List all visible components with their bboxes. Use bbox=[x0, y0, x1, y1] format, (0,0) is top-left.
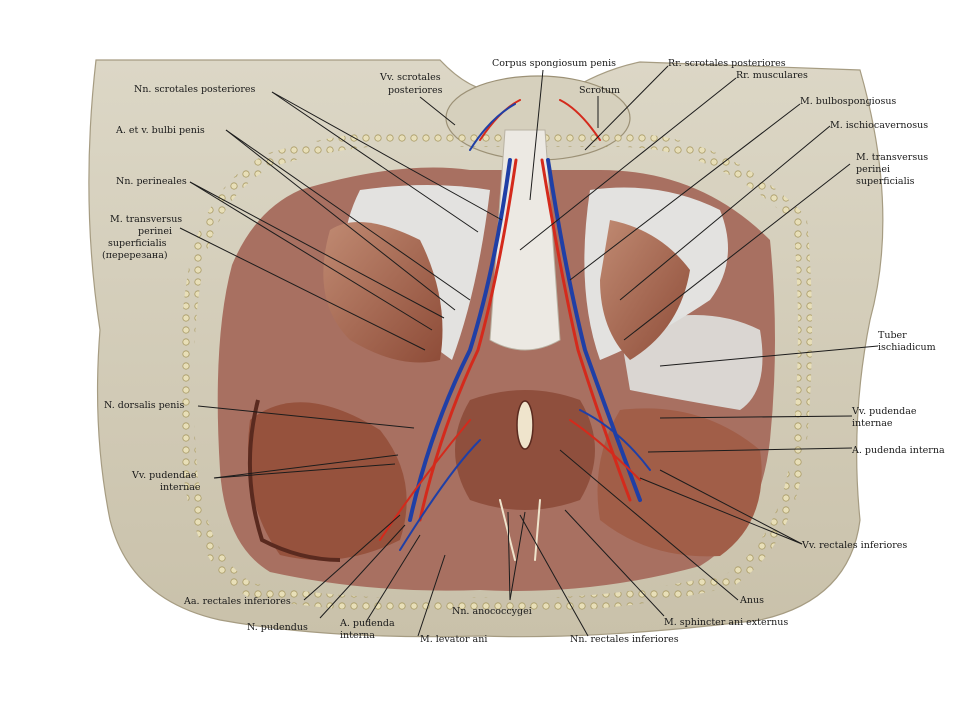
label-m-sphincter-ani-externus: M. sphincter ani externus bbox=[664, 617, 788, 628]
label-m-levator-ani: M. levator ani bbox=[420, 634, 487, 645]
label-n-dorsalis-penis: N. dorsalis penis bbox=[104, 400, 184, 411]
label-anus: Anus bbox=[739, 595, 764, 606]
vessels bbox=[379, 99, 651, 561]
label-m-transversus-r-1: M. transversus bbox=[856, 152, 928, 163]
label-tuber-ischiadicum-2: ischiadicum bbox=[878, 342, 936, 353]
label-a-et-v-bulbi-penis: A. et v. bulbi penis bbox=[115, 125, 205, 136]
label-nn-scrotales-posteriores: Nn. scrotales posteriores bbox=[134, 84, 256, 95]
sphincter-ani bbox=[455, 390, 595, 510]
label-vv-scrotales-posteriores: posteriores bbox=[388, 85, 443, 96]
label-scrotum: Scrotum bbox=[579, 85, 620, 96]
label-aa-rectales-inferiores: Aa. rectales inferiores bbox=[183, 596, 291, 607]
label-m-bulbospongiosus: M. bulbospongiosus bbox=[800, 96, 896, 107]
labels: Corpus spongiosum penis Rr. scrotales po… bbox=[102, 58, 945, 645]
label-m-transversus-l-4: (перерезана) bbox=[102, 250, 168, 261]
label-nn-perineales: Nn. perineales bbox=[116, 176, 187, 187]
label-corpus-spongiosum-penis: Corpus spongiosum penis bbox=[492, 58, 616, 69]
label-nn-anococcygei: Nn. anococcygei bbox=[452, 606, 532, 617]
label-m-ischiocavernosus: M. ischiocavernosus bbox=[830, 120, 928, 131]
label-m-transversus-l-2: perinei bbox=[138, 226, 172, 237]
label-a-pudenda-interna-l-1: A. pudenda bbox=[339, 618, 395, 629]
ischiocavernosus-left bbox=[323, 222, 443, 363]
label-vv-pudendae-internae-r-2: internae bbox=[852, 418, 893, 429]
anus-opening bbox=[516, 400, 534, 450]
label-tuber-ischiadicum-1: Tuber bbox=[878, 330, 907, 341]
anatomical-illustration bbox=[88, 59, 884, 638]
label-rr-scrotales-posteriores: Rr. scrotales posteriores bbox=[668, 58, 786, 69]
label-vv-pudendae-internae-l-1: Vv. pudendae bbox=[131, 470, 197, 481]
label-a-pudenda-interna-l-2: interna bbox=[340, 630, 375, 641]
label-m-transversus-r-3: superficialis bbox=[856, 176, 915, 187]
ischiocavernosus-right bbox=[600, 220, 690, 360]
fat-border bbox=[179, 130, 812, 613]
label-n-pudendus: N. pudendus bbox=[247, 622, 308, 633]
levator-ani-left bbox=[248, 402, 407, 560]
levator-ani-right bbox=[597, 408, 762, 557]
label-vv-pudendae-internae-l-2: internae bbox=[160, 482, 201, 493]
label-m-transversus-r-2: perinei bbox=[856, 164, 890, 175]
label-nn-rectales-inferiores: Nn. rectales inferiores bbox=[570, 634, 679, 645]
label-vv-pudendae-internae-r-1: Vv. pudendae bbox=[851, 406, 917, 417]
label-rr-musculares: Rr. musculares bbox=[736, 70, 808, 81]
shadow-left bbox=[247, 399, 341, 562]
label-m-transversus-l-3: superficialis bbox=[108, 238, 167, 249]
label-vv-rectales-inferiores: Vv. rectales inferiores bbox=[801, 540, 907, 551]
label-vv-scrotales: Vv. scrotales bbox=[379, 72, 441, 83]
leader-lines bbox=[179, 65, 879, 637]
label-a-pudenda-interna-r: A. pudenda interna bbox=[851, 445, 945, 456]
label-m-transversus-l-1: M. transversus bbox=[110, 214, 182, 225]
